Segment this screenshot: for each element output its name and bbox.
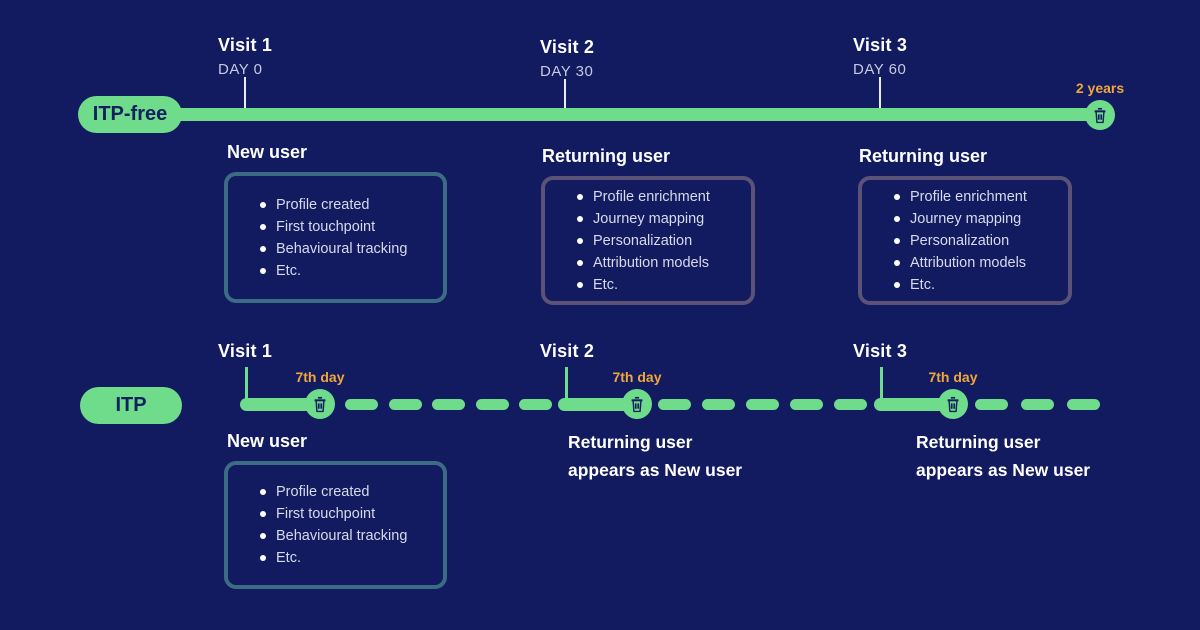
trash-icon bbox=[1094, 107, 1106, 123]
visit2-note-line2: appears as New user bbox=[568, 460, 743, 480]
cookie-expiry-marker-visit2 bbox=[622, 389, 652, 419]
trash-icon bbox=[631, 396, 643, 412]
trash-icon bbox=[314, 396, 326, 412]
timeline-dash bbox=[702, 399, 735, 410]
visit2-note-line1: Returning user bbox=[568, 432, 693, 452]
visit3-tick-bottom bbox=[880, 367, 883, 401]
timeline-dash bbox=[1067, 399, 1100, 410]
itp-pill-label: ITP bbox=[115, 394, 147, 416]
visit3-note-line2: appears as New user bbox=[916, 460, 1091, 480]
dashed-gap-1 bbox=[345, 399, 552, 410]
visit3-day-label: DAY 60 bbox=[853, 61, 907, 78]
timeline-dash bbox=[388, 399, 422, 410]
visit1-title-bottom: Visit 1 bbox=[218, 341, 273, 361]
list-item: Attribution models bbox=[577, 252, 743, 274]
list-item: Profile created bbox=[260, 194, 435, 216]
two-years-label: 2 years bbox=[1075, 80, 1125, 96]
new-user-card-bottom-list: Profile created First touchpoint Behavio… bbox=[228, 481, 443, 569]
list-item: Etc. bbox=[260, 260, 435, 282]
list-item: Profile enrichment bbox=[894, 186, 1060, 208]
new-user-card-top-list: Profile created First touchpoint Behavio… bbox=[228, 194, 443, 282]
new-user-card-bottom: Profile created First touchpoint Behavio… bbox=[224, 461, 447, 589]
returning-user-card-visit2: Profile enrichment Journey mapping Perso… bbox=[541, 176, 755, 305]
list-item: Etc. bbox=[260, 547, 435, 569]
new-user-card-top: Profile created First touchpoint Behavio… bbox=[224, 172, 447, 303]
timeline-dash bbox=[975, 399, 1008, 410]
timeline-dash bbox=[658, 399, 691, 410]
card-heading-bottom: New user bbox=[227, 431, 308, 451]
visit1-tracking-segment bbox=[240, 398, 325, 411]
visit3-note-line1: Returning user bbox=[916, 432, 1041, 452]
visit2-title-top: Visit 2 bbox=[540, 37, 595, 57]
visit3-title-top: Visit 3 bbox=[853, 35, 908, 55]
timeline-dash bbox=[475, 399, 509, 410]
list-item: Personalization bbox=[894, 230, 1060, 252]
visit2-tick-top bbox=[564, 79, 566, 108]
card3-heading-top: Returning user bbox=[859, 146, 988, 166]
visit1-tick-bottom bbox=[245, 367, 248, 401]
visit2-header-bottom: Visit 2 bbox=[540, 341, 594, 362]
timeline-dash bbox=[519, 399, 552, 410]
list-item: Etc. bbox=[577, 274, 743, 296]
visit1-header-top: Visit 1 DAY 0 bbox=[218, 35, 272, 78]
dashed-gap-3 bbox=[975, 399, 1100, 410]
visit3-expiry-label: 7th day bbox=[928, 369, 978, 385]
itp-free-timeline-bar bbox=[128, 108, 1090, 121]
cookie-expiry-marker-2years bbox=[1085, 100, 1115, 130]
visit2-note: Returning user appears as New user bbox=[568, 428, 742, 484]
visit2-header-top: Visit 2 DAY 30 bbox=[540, 37, 594, 80]
list-item: Behavioural tracking bbox=[260, 525, 435, 547]
timeline-dash bbox=[834, 399, 867, 410]
itp-free-pill: ITP-free bbox=[78, 96, 182, 133]
card1-heading-top: New user bbox=[227, 142, 308, 162]
timeline-dash bbox=[432, 399, 465, 410]
visit3-tracking-segment bbox=[874, 398, 958, 411]
returning-user-card-visit3-list: Profile enrichment Journey mapping Perso… bbox=[862, 186, 1068, 296]
list-item: First touchpoint bbox=[260, 216, 435, 238]
card2-heading-top: Returning user bbox=[542, 146, 671, 166]
trash-icon bbox=[947, 396, 959, 412]
list-item: First touchpoint bbox=[260, 503, 435, 525]
cookie-expiry-marker-visit1 bbox=[305, 389, 335, 419]
list-item: Attribution models bbox=[894, 252, 1060, 274]
visit1-tick-top bbox=[244, 77, 246, 108]
list-item: Etc. bbox=[894, 274, 1060, 296]
visit1-expiry-label: 7th day bbox=[295, 369, 345, 385]
cookie-expiry-marker-visit3 bbox=[938, 389, 968, 419]
visit2-day-label: DAY 30 bbox=[540, 63, 594, 80]
visit2-expiry-label: 7th day bbox=[612, 369, 662, 385]
list-item: Personalization bbox=[577, 230, 743, 252]
visit2-tracking-segment bbox=[558, 398, 642, 411]
visit2-tick-bottom bbox=[565, 367, 568, 401]
timeline-dash bbox=[790, 399, 823, 410]
timeline-dash bbox=[345, 399, 378, 410]
list-item: Profile enrichment bbox=[577, 186, 743, 208]
list-item: Behavioural tracking bbox=[260, 238, 435, 260]
list-item: Journey mapping bbox=[577, 208, 743, 230]
visit3-tick-top bbox=[879, 77, 881, 108]
visit3-header-top: Visit 3 DAY 60 bbox=[853, 35, 907, 78]
timeline-dash bbox=[746, 399, 779, 410]
visit3-note: Returning user appears as New user bbox=[916, 428, 1090, 484]
timeline-dash bbox=[1021, 399, 1054, 410]
dashed-gap-2 bbox=[658, 399, 867, 410]
list-item: Profile created bbox=[260, 481, 435, 503]
visit1-day-label: DAY 0 bbox=[218, 61, 263, 78]
itp-pill: ITP bbox=[80, 387, 182, 424]
returning-user-card-visit2-list: Profile enrichment Journey mapping Perso… bbox=[545, 186, 751, 296]
itp-free-pill-label: ITP-free bbox=[92, 103, 168, 125]
visit2-title-bottom: Visit 2 bbox=[540, 341, 595, 361]
returning-user-card-visit3: Profile enrichment Journey mapping Perso… bbox=[858, 176, 1072, 305]
visit3-title-bottom: Visit 3 bbox=[853, 341, 908, 361]
list-item: Journey mapping bbox=[894, 208, 1060, 230]
visit1-title-top: Visit 1 bbox=[218, 35, 273, 55]
visit3-header-bottom: Visit 3 bbox=[853, 341, 907, 362]
visit1-header-bottom: Visit 1 bbox=[218, 341, 272, 362]
